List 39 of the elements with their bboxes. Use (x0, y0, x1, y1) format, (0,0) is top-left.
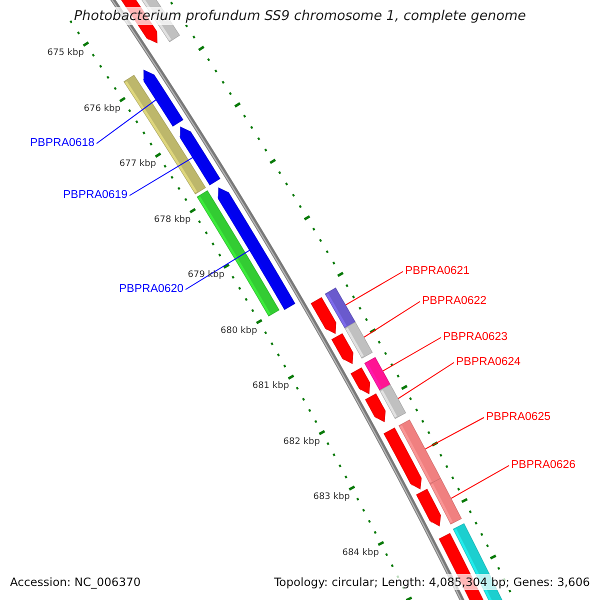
gene-feature (364, 357, 391, 391)
leader-line (450, 465, 510, 499)
footer-text: Accession: NC_006370 (10, 574, 141, 590)
leader-line (382, 337, 442, 372)
scale-label: 676 kbp (84, 104, 120, 115)
gene-feature (344, 322, 373, 359)
scale-label: 678 kbp (154, 214, 191, 226)
scale-label: 680 kbp (220, 326, 258, 337)
leader-line (424, 417, 484, 450)
footer-text: Topology: circular; Length: 4,085,304 bp; Genes: 3,606 (274, 574, 590, 590)
gene-feature (142, 70, 184, 127)
scale-label: 679 kbp (188, 270, 224, 282)
leader-line (185, 250, 250, 290)
gene-label: PBPRA0619 (63, 189, 128, 202)
leader-line (398, 362, 454, 400)
scale-label: 675 kbp (47, 48, 84, 60)
gene-feature (179, 126, 220, 186)
gene-label: PBPRA0621 (405, 265, 470, 278)
leader-line (345, 271, 404, 306)
gene-feature (430, 478, 462, 524)
gene-label: PBPRA0622 (422, 295, 487, 308)
scale-label: 677 kbp (119, 159, 156, 170)
gene-label: PBPRA0626 (511, 459, 576, 472)
leader-line (363, 301, 420, 338)
gene-feature (398, 419, 441, 484)
scale-label: 683 kbp (313, 492, 350, 504)
scale-label: 684 kbp (342, 548, 379, 559)
gene-label: PBPRA0620 (119, 283, 184, 296)
gene-feature (379, 384, 406, 419)
gene-label: PBPRA0624 (456, 356, 521, 369)
gene-label: PBPRA0623 (443, 331, 508, 344)
scale-label: 681 kbp (252, 381, 290, 392)
leader-line (96, 99, 156, 144)
gene-label: PBPRA0618 (30, 137, 95, 150)
gene-label: PBPRA0625 (486, 411, 551, 424)
leader-line (129, 157, 194, 196)
gene-feature (324, 288, 356, 329)
scale-label: 682 kbp (283, 436, 320, 448)
chart-title: Photobacterium profundum SS9 chromosome 1, complete genome (72, 7, 528, 25)
